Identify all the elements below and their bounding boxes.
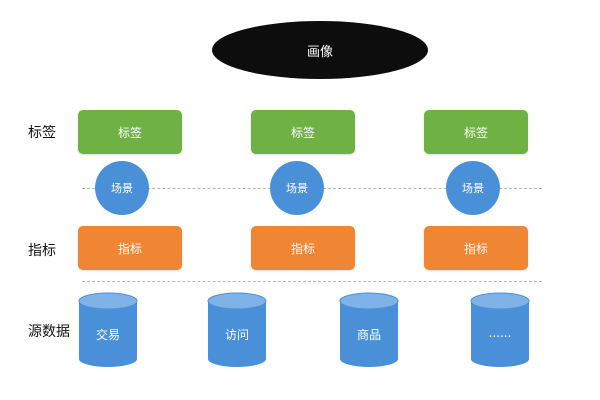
metric-box: 指标	[78, 226, 182, 270]
tag-label: 标签	[117, 125, 142, 140]
database-label: 交易	[95, 328, 120, 342]
divider-source-row	[82, 281, 542, 282]
scene-label: 场景	[111, 182, 133, 195]
scene-circle: 场景	[446, 161, 500, 215]
scene-circle: 场景	[95, 161, 149, 215]
row-label-sources: 源数据	[28, 324, 70, 340]
scene-label: 场景	[462, 182, 484, 195]
scene-circle: 场景	[270, 161, 324, 215]
tag-box: 标签	[424, 110, 528, 154]
tag-box: 标签	[251, 110, 355, 154]
portrait-label: 画像	[306, 44, 333, 60]
database-label: 商品	[356, 328, 381, 342]
metric-label: 指标	[463, 241, 488, 256]
row-label-tags: 标签	[28, 125, 56, 141]
metric-box: 指标	[251, 226, 355, 270]
tag-box: 标签	[78, 110, 182, 154]
database-cylinder: 交易	[78, 292, 138, 368]
metric-label: 指标	[290, 241, 315, 256]
database-label: ......	[488, 326, 512, 340]
database-cylinder: 商品	[339, 292, 399, 368]
metric-box: 指标	[424, 226, 528, 270]
tag-label: 标签	[290, 125, 315, 140]
portrait-node: 画像	[212, 21, 428, 79]
database-cylinder: 访问	[207, 292, 267, 368]
database-cylinder: ......	[470, 292, 530, 368]
scene-label: 场景	[286, 182, 308, 195]
tag-label: 标签	[463, 125, 488, 140]
database-label: 访问	[224, 328, 249, 342]
metric-label: 指标	[117, 241, 142, 256]
row-label-metrics: 指标	[28, 243, 56, 259]
